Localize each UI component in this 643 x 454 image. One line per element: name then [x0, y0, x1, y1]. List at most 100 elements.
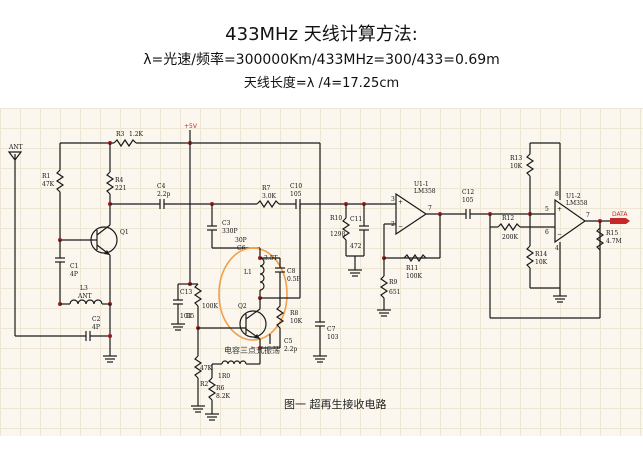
resistor-r9: R9 651 — [379, 275, 400, 299]
c12-value: 105 — [462, 197, 474, 204]
r5-value: 100K — [202, 303, 218, 310]
r15-ref: R15 — [606, 230, 618, 237]
figure-caption: 图一 超再生接收电路 — [284, 397, 387, 411]
c10-value: 105 — [290, 191, 302, 198]
c6-ref: C6 — [237, 245, 246, 252]
r10-value: 1298 — [330, 231, 345, 238]
r4-ref: R4 — [115, 177, 124, 184]
c4-ref: C4 — [157, 183, 166, 190]
ground-c11 — [348, 269, 362, 277]
r12-value: 200K — [502, 234, 518, 241]
svg-text:−: − — [398, 223, 403, 230]
c1-ref: C1 — [70, 263, 78, 270]
svg-text:+: + — [398, 199, 403, 206]
l2-ref: 1R0 — [218, 373, 230, 380]
r11-value: 100K — [406, 273, 422, 280]
r2-ref: R2 — [200, 381, 209, 388]
r12-ref: R12 — [502, 215, 514, 222]
c8-ref: C8 — [287, 268, 296, 275]
ground-r2 — [191, 405, 205, 413]
r6-value: 8.2K — [216, 393, 231, 400]
data-output-label: DATA — [612, 211, 628, 218]
page-title: 433MHz 天线计算方法: — [225, 24, 418, 45]
r8-ref: R8 — [290, 310, 299, 317]
c10-ref: C10 — [290, 183, 302, 190]
c11-value: 472 — [350, 243, 362, 250]
resistor-r14: R14 10K — [525, 245, 548, 269]
data-output-port: DATA — [610, 211, 630, 224]
c12-ref: C12 — [462, 189, 474, 196]
r8-value: 10K — [290, 318, 303, 325]
u2-pin6: 6 — [545, 229, 549, 236]
c11-ref: C11 — [350, 216, 362, 223]
r11-ref: R11 — [406, 265, 418, 272]
capacitor-c7: C7 103 — [315, 321, 339, 341]
resistor-r11: R11 100K — [403, 253, 427, 280]
resistor-r5: R5 100K — [186, 283, 218, 320]
q1-ref: Q1 — [120, 229, 129, 236]
antenna-length-formula: 天线长度=λ /4=17.25cm — [243, 76, 400, 91]
r4-value: 221 — [115, 185, 126, 192]
resistor-r10: R10 1298 — [330, 215, 351, 241]
ground-r6 — [205, 413, 219, 421]
c5-value: 2.2p — [284, 346, 298, 353]
c7-value: 103 — [327, 334, 339, 341]
r13-ref: R13 — [510, 155, 522, 162]
inductor-l1: L1 3.5T — [244, 255, 278, 291]
svg-text:+: + — [557, 206, 562, 213]
resistor-r13: R13 10K — [510, 153, 535, 177]
supply-marker: +5V — [184, 123, 198, 143]
l3-ref: L3 — [80, 285, 88, 292]
inductor-l3: L3 ANT — [60, 285, 110, 305]
c4-value: 2.2p — [157, 191, 171, 198]
inductor-l2: 1R0 — [218, 360, 247, 380]
transistor-q2: Q2 — [198, 303, 267, 340]
wavelength-formula: λ=光速/频率=300000Km/433MHz=300/433=0.69m — [143, 52, 500, 68]
c3-ref: C3 — [222, 220, 231, 227]
u2-pin8: 8 — [555, 191, 559, 198]
c6-value: 30P — [235, 237, 247, 244]
u1-1-ref: U1-1 — [414, 181, 429, 188]
ground-r9 — [377, 309, 391, 317]
capacitor-c1: C1 4P — [55, 257, 78, 278]
r1-value: 47K — [42, 181, 55, 188]
c13-value: 103 — [180, 313, 192, 320]
resistor-r2: 47K R2 — [193, 355, 213, 388]
resistor-r8: R8 10K — [275, 305, 303, 329]
antenna-symbol: ANT — [7, 144, 23, 336]
u2-pin7: 7 — [586, 212, 590, 219]
ground-q1 — [103, 355, 117, 363]
resistor-r7: R7 3.0K — [256, 185, 280, 209]
r1-ref: R1 — [42, 173, 50, 180]
r5-ref: R5 — [186, 313, 195, 320]
receiver-schematic: ANT R3 1.2K +5V R1 47K R4 221 Q1 — [7, 123, 630, 421]
u2-pin4: 4 — [555, 245, 559, 252]
resistor-r4: R4 221 — [105, 171, 126, 195]
r15-value: 4.7M — [606, 238, 622, 245]
r9-ref: R9 — [389, 279, 398, 286]
capacitor-c5: C5 2.2p — [269, 334, 298, 353]
c5-ref: C5 — [284, 338, 293, 345]
resistor-r6: R6 8.2K — [207, 377, 231, 401]
resistor-r12: R12 200K — [497, 215, 521, 241]
r7-ref: R7 — [262, 185, 271, 192]
supply-label: +5V — [184, 123, 198, 130]
capacitor-c2: C2 4P — [85, 316, 101, 341]
antenna-label: ANT — [8, 144, 23, 151]
r14-value: 10K — [535, 259, 548, 266]
c3-value: 330P — [222, 228, 238, 235]
capacitor-c13: C13 103 — [173, 289, 192, 320]
ground-c7 — [313, 355, 327, 363]
c2-value: 4P — [92, 324, 100, 331]
r6-ref: R6 — [216, 385, 225, 392]
c8-value: 0.5P — [287, 276, 301, 283]
r2-value: 47K — [200, 365, 213, 372]
resistor-r15: R15 4.7M — [595, 227, 622, 251]
r9-value: 651 — [389, 289, 400, 296]
oscillator-highlight — [218, 247, 288, 341]
svg-text:−: − — [557, 231, 562, 238]
capacitor-c4: C4 2.2p — [157, 183, 171, 209]
r7-value: 3.0K — [262, 193, 277, 200]
schematic-canvas: ANT R3 1.2K +5V R1 47K R4 221 Q1 — [0, 108, 643, 436]
opamp-u1-2: + − U1-2 LM358 5 6 7 8 4 — [545, 191, 590, 252]
